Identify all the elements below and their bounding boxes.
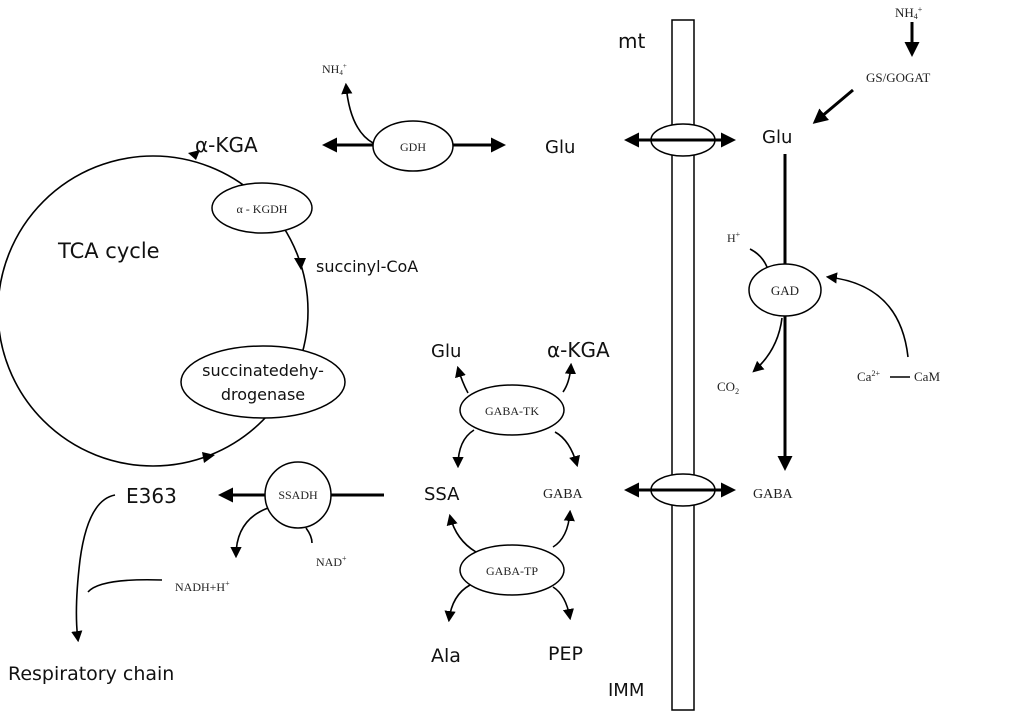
e363-to-respiratory-arrow (71, 494, 116, 643)
gaba-tp-label: GABA-TP (486, 564, 538, 578)
nad-connector (305, 527, 313, 544)
h-plus-label: H+ (727, 230, 741, 245)
nadh-to-respiratory-connector (87, 578, 163, 593)
gad-label: GAD (771, 283, 799, 298)
gaba-cytosol-label: GABA (753, 487, 794, 502)
glu-cytosol-label: Glu (762, 127, 792, 148)
glu-tk-label: Glu (431, 341, 461, 362)
nh4-top-label: NH4+ (895, 5, 923, 21)
tca-return-arrowhead (202, 452, 215, 463)
gaba-tk-label: GABA-TK (485, 404, 539, 418)
akgdh-enzyme (211, 182, 313, 234)
gad-enzyme (748, 263, 822, 317)
gs-gogat-arrow (812, 88, 854, 124)
succinyl-coa-label: succinyl-CoA (316, 257, 418, 276)
succinate-dehydrogenase-enzyme (180, 345, 346, 419)
co2-arrow (752, 317, 783, 373)
tca-cycle-label: TCA cycle (57, 239, 160, 263)
gdh-enzyme (372, 120, 454, 172)
h-plus-connector (749, 248, 768, 268)
gs-gogat-label: GS/GOGAT (866, 70, 930, 85)
akgdh-label: α - KGDH (237, 202, 288, 216)
succinyl-coa-arrowhead (294, 258, 306, 270)
glu-matrix-label: Glu (545, 137, 575, 158)
nh4-release-arrow (341, 82, 374, 144)
tk-to-ssa-arrow (452, 429, 475, 469)
gaba-tp-enzyme (459, 544, 565, 596)
ssadh-enzyme (264, 461, 332, 529)
e363-label: E363 (126, 484, 177, 508)
akga-tk-label: α-KGA (547, 338, 610, 362)
imm-label: IMM (608, 680, 644, 701)
ssadh-label: SSADH (278, 488, 318, 502)
gaba-tk-enzyme (459, 384, 565, 436)
tk-to-akga-arrow (562, 362, 577, 393)
sdh-label-line1: succinatedehy- (202, 361, 324, 380)
tca-cycle-circle (0, 155, 309, 467)
nad-label: NAD+ (316, 554, 347, 569)
nadh-arrow (230, 507, 269, 559)
tp-to-ssa-arrow (446, 513, 477, 553)
akga-label: α-KGA (195, 133, 258, 157)
sdh-label-line2: drogenase (221, 385, 305, 404)
tp-to-ala-arrow (444, 584, 471, 623)
nh4-left-label: NH4+ (322, 62, 347, 77)
mt-label: mt (618, 29, 645, 53)
tp-to-gaba-arrow (552, 509, 575, 548)
cam-activation-arrow (825, 272, 909, 358)
cam-label: CaM (914, 369, 940, 384)
inner-membrane (671, 19, 695, 711)
gdh-label: GDH (400, 140, 426, 154)
tk-to-gaba-arrow (554, 431, 580, 468)
ala-label: Ala (431, 645, 461, 667)
tp-to-pep-arrow (552, 586, 574, 621)
tk-to-glu-arrow (455, 365, 469, 394)
nadh-label: NADH+H+ (175, 579, 230, 594)
pep-label: PEP (548, 643, 583, 665)
akga-arrowhead (188, 150, 200, 160)
ca-label: Ca2+ (857, 369, 880, 384)
ssa-label: SSA (424, 484, 460, 505)
respiratory-chain-label: Respiratory chain (8, 663, 174, 685)
gaba-matrix-label: GABA (543, 487, 584, 502)
co2-label: CO2 (717, 379, 739, 396)
